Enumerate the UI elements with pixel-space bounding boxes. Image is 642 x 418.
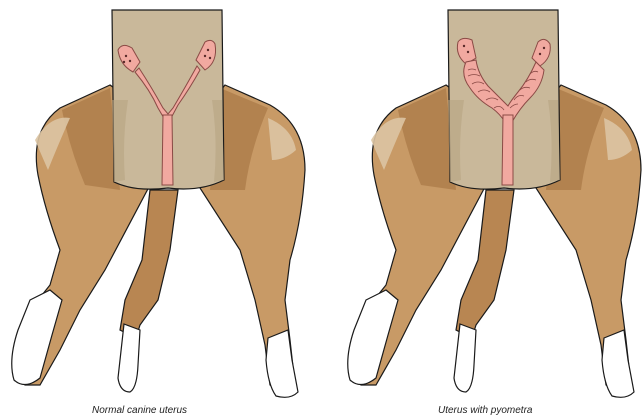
caption-normal-uterus: Normal canine uterus xyxy=(92,405,187,416)
dog-normal xyxy=(12,10,305,397)
caption-uterus-pyometra: Uterus with pyometra xyxy=(438,405,532,416)
dog-pyometra xyxy=(348,10,641,397)
